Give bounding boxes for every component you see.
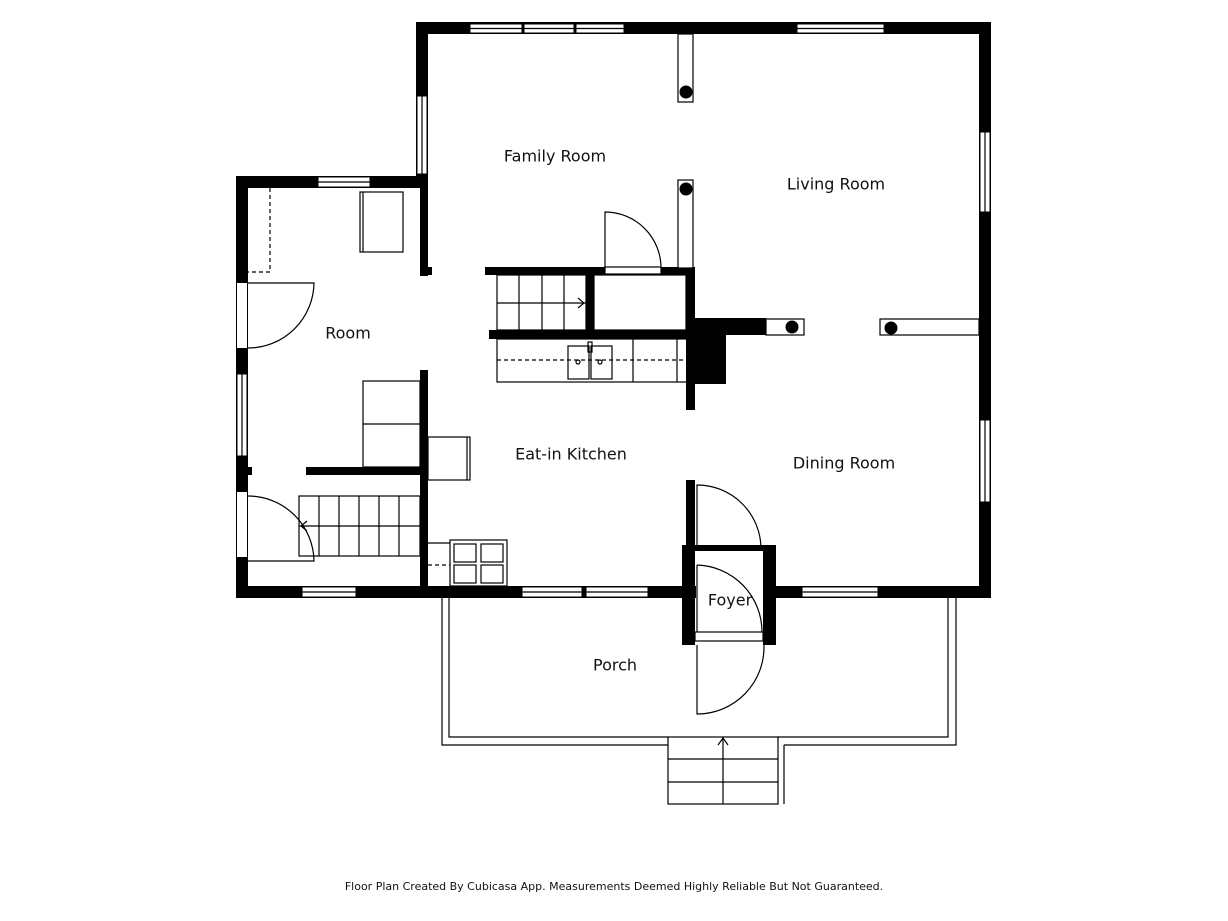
- room-label-living-room: Living Room: [786, 174, 886, 194]
- column-icon: [679, 182, 693, 196]
- openings: [237, 268, 694, 557]
- kitchen-fixtures: [427, 274, 688, 587]
- windows: [236, 23, 991, 598]
- room-label-room: Room: [325, 323, 371, 343]
- disclaimer-footer: Floor Plan Created By Cubicasa App. Meas…: [344, 880, 884, 893]
- stairs: [298, 274, 785, 805]
- column-icon: [785, 320, 799, 334]
- room-label-porch: Porch: [592, 655, 638, 675]
- room-label-eat-in-kitchen: Eat-in Kitchen: [515, 444, 627, 464]
- columns: [677, 33, 980, 336]
- column-icon: [679, 85, 693, 99]
- porch-outline: [441, 598, 957, 746]
- doors: [247, 211, 765, 715]
- room-label-dining-room: Dining Room: [792, 453, 896, 473]
- room-label-foyer: Foyer: [707, 590, 753, 610]
- annex-fixtures: [248, 188, 421, 468]
- column-icon: [884, 321, 898, 335]
- room-label-family-room: Family Room: [503, 146, 607, 166]
